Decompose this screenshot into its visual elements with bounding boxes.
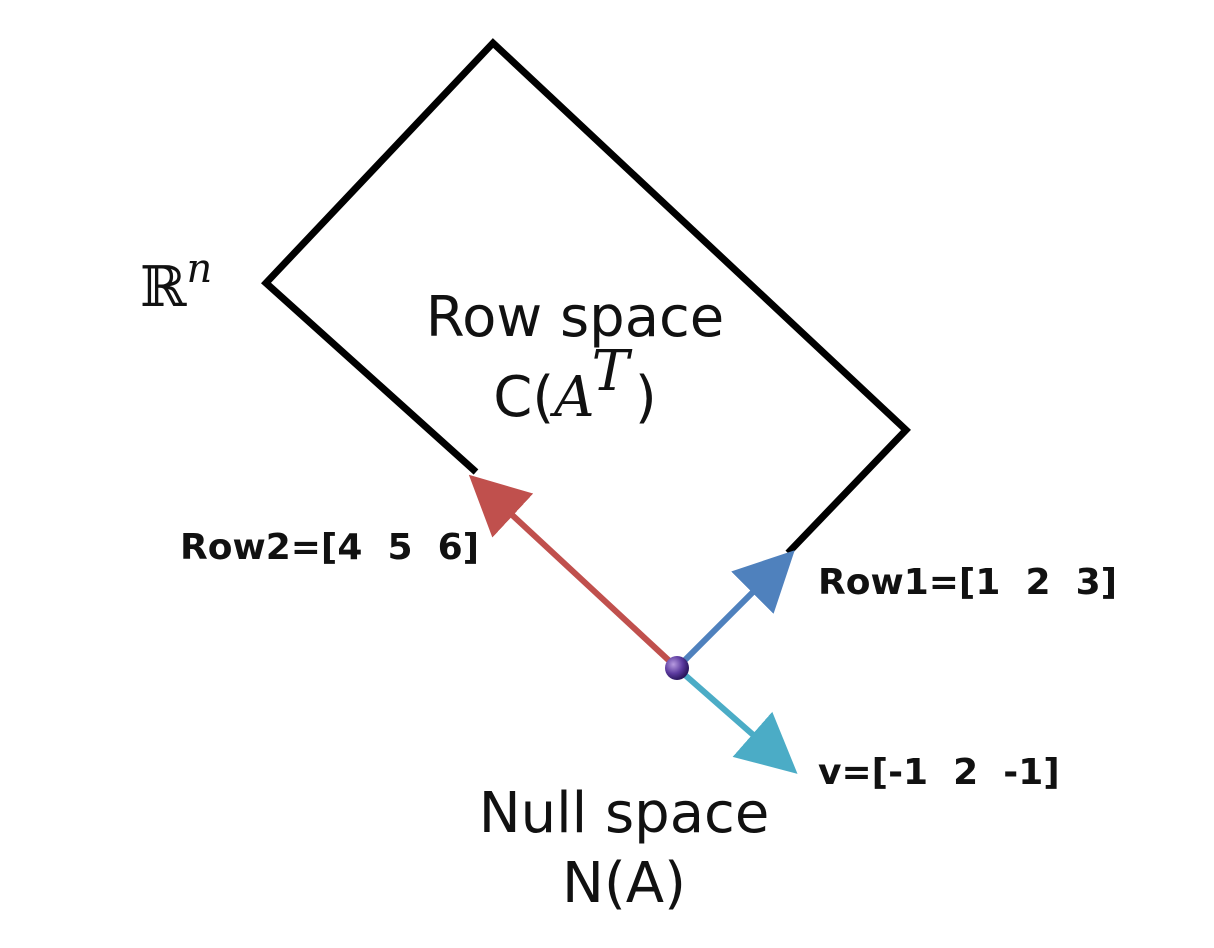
row-space-notation-prefix: C( <box>493 365 554 430</box>
null-space-notation: N(A) <box>562 851 686 916</box>
ambient-space-label: ℝn <box>140 246 212 320</box>
row1-vector-arrow <box>674 550 795 671</box>
row-space-notation: C(AT) <box>493 339 657 430</box>
row-space-notation-suffix: ) <box>635 365 657 430</box>
row-space-title: Row space <box>426 285 725 350</box>
row2-vector-arrow <box>468 474 680 671</box>
row-space-notation-var: A <box>549 365 592 430</box>
row1-vector-label: Row1=[1 2 3] <box>818 562 1117 603</box>
row-space-notation-sup: T <box>592 339 633 404</box>
origin-point <box>665 656 689 680</box>
null-vector-label: v=[-1 2 -1] <box>818 752 1060 793</box>
row-space-plane-outline <box>260 38 911 556</box>
row2-vector-label: Row2=[4 5 6] <box>180 527 479 568</box>
ambient-space-exponent: n <box>187 246 213 292</box>
null-vector-arrow <box>675 665 798 774</box>
null-space-title: Null space <box>479 781 770 846</box>
ambient-space-symbol: ℝ <box>140 255 188 320</box>
